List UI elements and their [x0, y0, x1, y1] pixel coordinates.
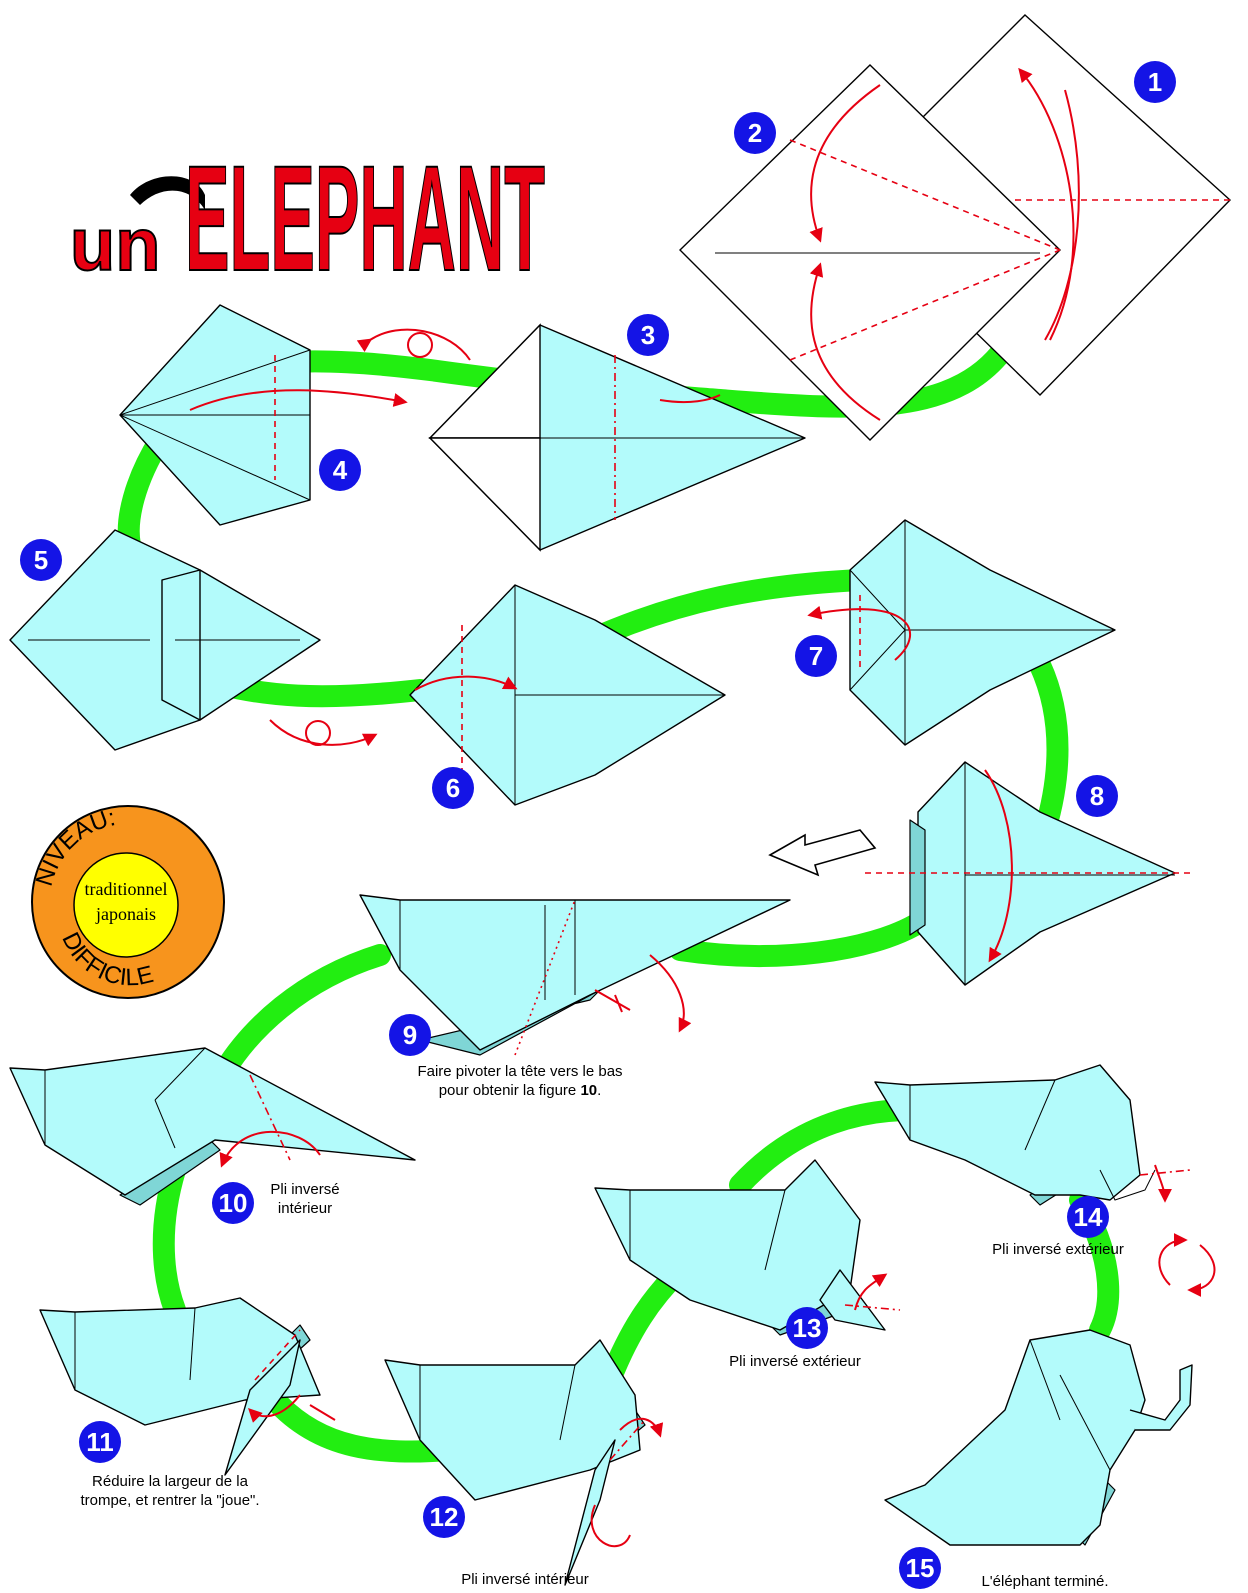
step-number-4: 4 [333, 455, 348, 485]
caption-9-line2-prefix: pour obtenir la figure [439, 1082, 581, 1099]
step-number-7: 7 [809, 641, 823, 671]
rotate-arrows-icon [1159, 1240, 1214, 1290]
step-badge-13: 13 [786, 1307, 828, 1349]
step-number-15: 15 [906, 1553, 935, 1583]
caption-15-line1: L'éléphant terminé. [950, 1572, 1140, 1591]
title-art: un ELEPHANT [70, 134, 545, 302]
caption-10-line2: intérieur [250, 1199, 360, 1218]
step-badge-9: 9 [389, 1014, 431, 1056]
level-origin-line1: traditionnel [85, 879, 168, 899]
step-badge-10: 10 [212, 1182, 254, 1224]
caption-step-12: Pli inversé intérieur [425, 1570, 625, 1589]
caption-step-9: Faire pivoter la tête vers le bas pour o… [370, 1062, 670, 1100]
step-badge-4: 4 [319, 449, 361, 491]
caption-step-10: Pli inversé intérieur [250, 1180, 360, 1218]
step-badge-2: 2 [734, 112, 776, 154]
step-badge-1: 1 [1134, 61, 1176, 103]
step-number-13: 13 [793, 1313, 822, 1343]
caption-11-line2: trompe, et rentrer la "joue". [40, 1491, 300, 1510]
step-number-8: 8 [1090, 781, 1104, 811]
caption-step-13: Pli inversé extérieur [695, 1352, 895, 1371]
step-badge-3: 3 [627, 314, 669, 356]
step-5-figure [10, 530, 375, 750]
step-badge-11: 11 [79, 1421, 121, 1463]
step-number-3: 3 [641, 320, 655, 350]
step-badge-6: 6 [432, 767, 474, 809]
caption-9-line2: pour obtenir la figure 10. [370, 1081, 670, 1100]
step-number-14: 14 [1074, 1202, 1103, 1232]
step-badge-8: 8 [1076, 775, 1118, 817]
step-number-9: 9 [403, 1020, 417, 1050]
step-badge-14: 14 [1067, 1196, 1109, 1238]
step-number-5: 5 [34, 545, 48, 575]
step-number-12: 12 [430, 1502, 459, 1532]
step-12-figure [385, 1340, 660, 1585]
step-number-6: 6 [446, 773, 460, 803]
caption-12-line1: Pli inversé intérieur [425, 1570, 625, 1589]
caption-13-line1: Pli inversé extérieur [695, 1352, 895, 1371]
caption-step-15: L'éléphant terminé. [950, 1572, 1140, 1591]
step-number-2: 2 [748, 118, 762, 148]
step-4-figure [120, 305, 405, 525]
step-badge-12: 12 [423, 1496, 465, 1538]
caption-9-figure-ref: 10 [580, 1082, 597, 1099]
title-article: un [70, 203, 160, 286]
step-number-10: 10 [219, 1188, 248, 1218]
caption-9-line2-suffix: . [597, 1082, 601, 1099]
step-number-11: 11 [86, 1427, 114, 1457]
caption-9-line1: Faire pivoter la tête vers le bas [370, 1062, 670, 1081]
step-3-figure [370, 325, 805, 550]
caption-step-11: Réduire la largeur de la trompe, et rent… [40, 1472, 300, 1510]
step-number-1: 1 [1148, 67, 1162, 97]
caption-14-line1: Pli inversé extérieur [958, 1240, 1158, 1259]
step-15-figure [885, 1330, 1192, 1545]
step-badge-5: 5 [20, 539, 62, 581]
title-word: ELEPHANT [185, 134, 545, 302]
level-badge: NIVEAU: DIFFICILE traditionnel japonais [31, 804, 224, 998]
step-14-figure [875, 1065, 1190, 1205]
caption-11-line1: Réduire la largeur de la [40, 1472, 300, 1491]
step-badge-15: 15 [899, 1547, 941, 1589]
caption-10-line1: Pli inversé [250, 1180, 360, 1199]
level-origin-line2: japonais [95, 904, 156, 924]
step-badge-7: 7 [795, 635, 837, 677]
caption-step-14: Pli inversé extérieur [958, 1240, 1158, 1259]
step-7-figure [810, 520, 1115, 745]
